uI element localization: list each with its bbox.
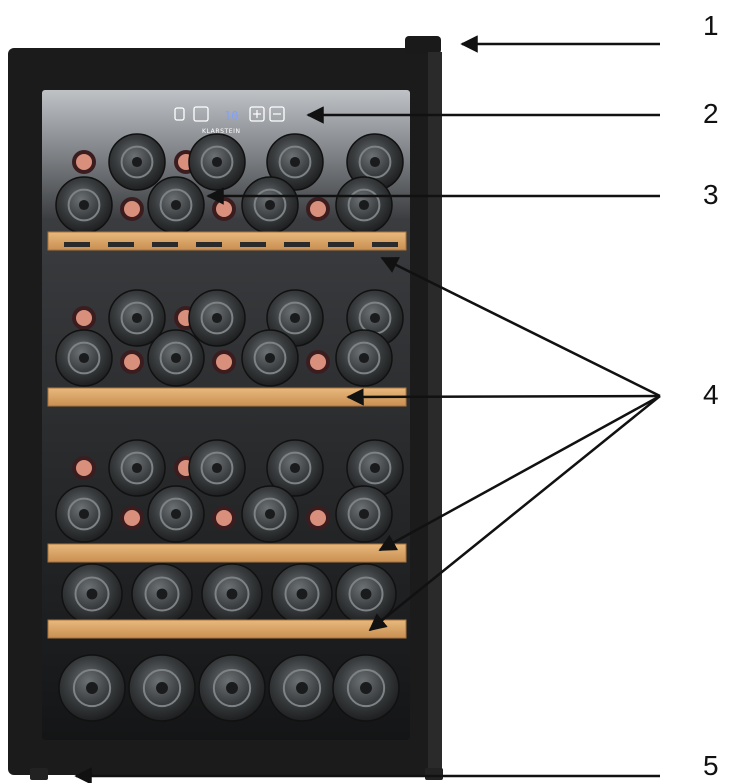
door-edge [428,52,442,770]
callout-arrows [74,35,661,783]
wine-bottle-48 [271,563,333,625]
arrow-4d [368,395,661,632]
wine-bottle-53 [268,654,336,722]
temperature-display: 10 [224,109,238,123]
callout-number-5: 5 [703,750,719,781]
bottle-cork-44 [306,506,330,530]
bottle-cork-42 [120,506,144,530]
wine-bottle-24 [147,329,205,387]
foot-left [30,768,48,780]
wine-bottle-26 [335,329,393,387]
wine-bottle-36 [266,439,324,497]
wine-bottle-54 [332,654,400,722]
callout-number-1: 1 [703,10,719,41]
wine-bottle-47 [201,563,263,625]
wine-bottle-5 [188,133,246,191]
minus-icon [269,106,285,122]
callout-number-2: 2 [703,98,719,129]
bottle-cork-30 [72,456,96,480]
bottle-cork-12 [120,197,144,221]
wine-bottle-39 [147,485,205,543]
bottle-cork-43 [212,506,236,530]
wine-bottle-41 [335,485,393,543]
foot-right [425,768,443,780]
wine-bottle-40 [241,485,299,543]
wine-bottle-7 [346,133,404,191]
wine-bottle-4 [108,133,166,191]
bottle-cork-29 [306,350,330,374]
wine-bottle-34 [108,439,166,497]
arrow-4c [378,394,661,552]
wine-bottle-19 [108,289,166,347]
bottle-cork-27 [120,350,144,374]
wooden-shelves [47,231,407,639]
wine-bottles [55,133,404,722]
wine-bottle-10 [241,176,299,234]
shelf-4 [47,619,407,639]
wine-bottle-23 [55,329,113,387]
wine-bottle-50 [58,654,126,722]
brand-label: KLARSTEIN [202,128,241,135]
wine-bottle-9 [147,176,205,234]
bottle-cork-14 [306,197,330,221]
wine-bottle-38 [55,485,113,543]
bottle-cork-28 [212,350,236,374]
bottle-cork-15 [72,306,96,330]
hinge-top [405,36,441,54]
wine-bottle-35 [188,439,246,497]
wine-bottle-25 [241,329,299,387]
light-icon [193,106,209,122]
wine-bottle-46 [131,563,193,625]
callout-number-4: 4 [703,379,719,410]
bottle-cork-13 [212,197,236,221]
wine-bottle-6 [266,133,324,191]
wine-bottle-45 [61,563,123,625]
shelf-3 [47,543,407,563]
callout-number-3: 3 [703,179,719,210]
wine-bottle-51 [128,654,196,722]
shelf-slats [64,242,398,247]
wine-bottle-20 [188,289,246,347]
lock-icon [174,107,185,121]
arrow-4b [346,388,661,406]
wine-bottle-49 [335,563,397,625]
arrow-4a [380,256,661,398]
wine-bottle-11 [335,176,393,234]
plus-icon [249,106,265,122]
bottle-cork-0 [72,150,96,174]
shelf-1 [47,231,407,251]
wine-bottle-52 [198,654,266,722]
wine-bottle-8 [55,176,113,234]
control-panel: 10 KLARSTEIN [174,106,285,135]
